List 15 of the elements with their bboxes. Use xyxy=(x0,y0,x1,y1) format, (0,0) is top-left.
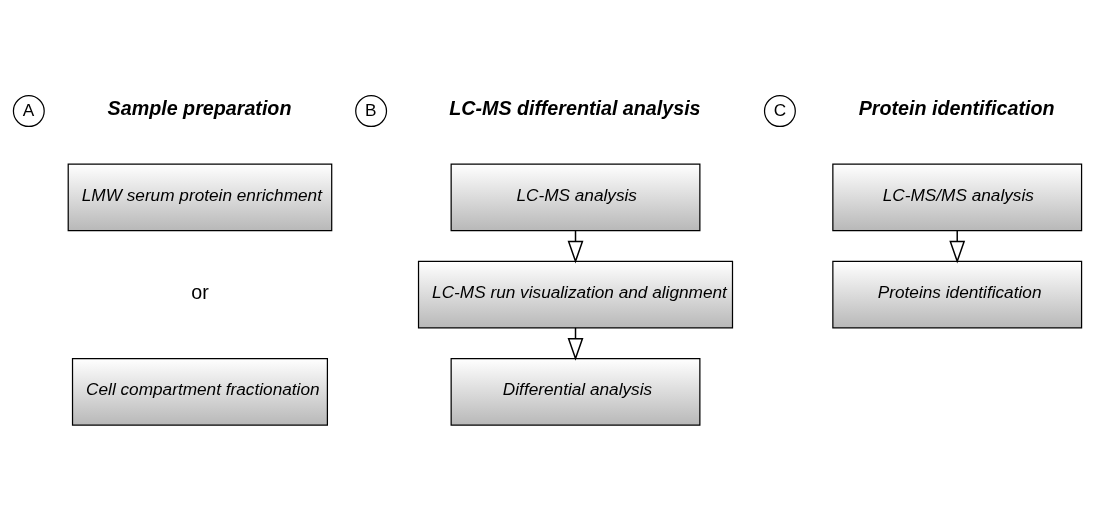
node-label: LC-MS differential analysis xyxy=(449,96,701,119)
node-box: Differential analysis xyxy=(450,357,701,426)
node-box: Cell compartment fractionation xyxy=(71,357,328,426)
label: or xyxy=(191,281,209,304)
arrow xyxy=(949,229,966,264)
node-box: LC-MS analysis xyxy=(450,163,701,232)
node-circle: B xyxy=(355,95,388,128)
node-box: LC-MS run visualization and alignment xyxy=(417,260,734,329)
node-box: Proteins identification xyxy=(832,260,1083,329)
node-box: LC-MS/MS analysis xyxy=(832,163,1083,232)
node-label: Protein identification xyxy=(858,96,1055,119)
node-circle: A xyxy=(12,95,45,128)
node-label: Sample preparation xyxy=(107,96,292,119)
node-box: LMW serum protein enrichment xyxy=(67,163,333,232)
node-circle: C xyxy=(763,95,796,128)
